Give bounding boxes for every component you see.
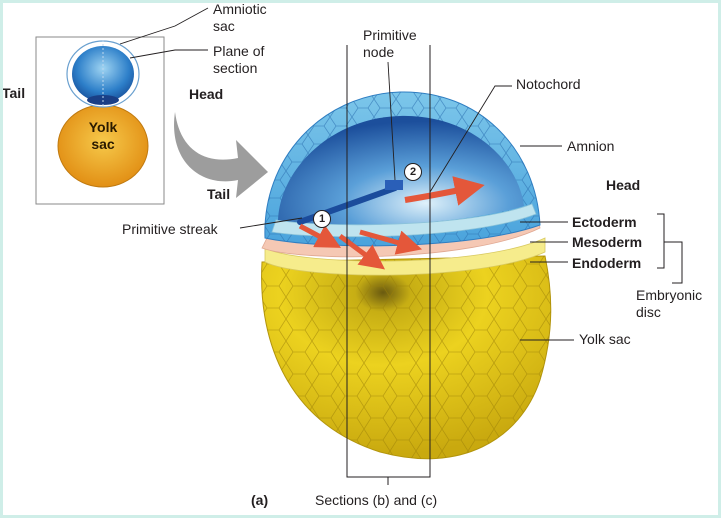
label-primitive-streak: Primitive streak (122, 221, 218, 237)
step-number-icon: 1 (313, 210, 331, 228)
bracket-layers (657, 213, 665, 269)
curved-arrow-icon (174, 112, 268, 198)
label-tail: Tail (207, 186, 231, 202)
red-migration-arrow-icon (359, 229, 423, 255)
label-inset-yolk-sac: Yolk sac (88, 119, 118, 152)
label-sections: Sections (b) and (c) (315, 492, 438, 508)
leader-primitive-streak (239, 217, 303, 229)
label-plane-of-section: Plane of section (213, 43, 265, 76)
red-migration-arrow-icon (404, 176, 485, 206)
label-mesoderm: Mesoderm (572, 234, 643, 250)
leader-primitive-node (387, 61, 396, 181)
label-amniotic-sac: Amniotic sac (213, 1, 267, 34)
label-embryonic-disc: Embryonic disc (636, 287, 703, 320)
endoderm-layer (264, 237, 546, 276)
leader-plane-of-section (129, 49, 208, 59)
sections-bracket (346, 470, 431, 478)
bracket-embryonic-disc (664, 241, 683, 284)
label-endoderm: Endoderm (572, 255, 642, 271)
label-amnion: Amnion (567, 138, 615, 154)
red-migration-arrow-icon (298, 223, 342, 248)
label-head-right: Head (606, 177, 641, 193)
label-panel-letter: (a) (251, 492, 269, 508)
label-ectoderm: Ectoderm (572, 214, 637, 230)
label-inset-tail: Tail (2, 85, 26, 101)
label-primitive-node: Primitive node (363, 27, 417, 60)
primitive-node (385, 180, 403, 190)
label-head-left: Head (189, 86, 224, 102)
step-number-icon: 2 (404, 163, 422, 181)
leader-notochord (429, 85, 512, 193)
leader-amniotic-sac (119, 7, 209, 45)
label-yolk-sac: Yolk sac (579, 331, 631, 347)
label-notochord: Notochord (516, 76, 581, 92)
red-migration-arrow-icon (338, 233, 386, 270)
yolk-sac-cells (261, 256, 551, 459)
